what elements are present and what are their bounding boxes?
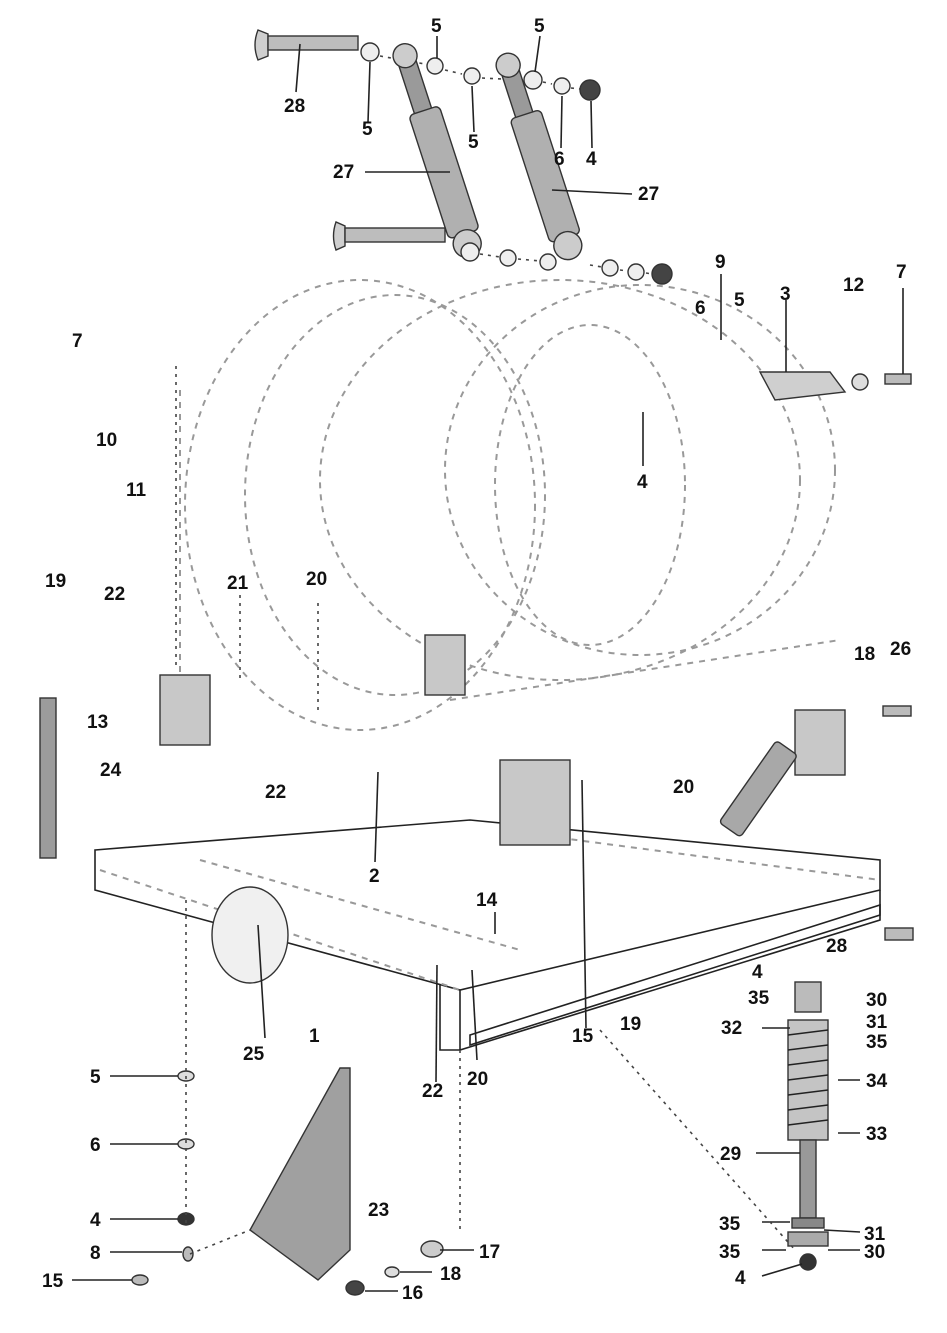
- callout-32: 32: [721, 1018, 742, 1039]
- callout-15: 15: [42, 1271, 64, 1292]
- callout-5: 5: [734, 290, 745, 311]
- callout-25: 25: [243, 1044, 265, 1065]
- drum-middle-ring: [319, 279, 801, 681]
- callout-15: 15: [572, 1026, 594, 1047]
- callout-17: 17: [479, 1242, 500, 1263]
- callout-8: 8: [90, 1243, 101, 1264]
- callout-10: 10: [96, 430, 117, 451]
- callout-labels: 28 5 5 5 5 5 6 4 27 27 9 6 5 3 12 7 7 10…: [42, 16, 911, 1304]
- spring-dampers-frame: [159, 634, 846, 846]
- screw-28-right: [884, 927, 914, 941]
- plate-24: [39, 697, 57, 859]
- screw-26: [882, 705, 912, 717]
- strut-top-mount-30: [794, 981, 822, 1013]
- shock-absorber-27-right-body: [510, 110, 580, 243]
- callout-6: 6: [90, 1135, 101, 1156]
- callout-35: 35: [719, 1242, 741, 1263]
- callout-29: 29: [720, 1144, 741, 1165]
- washer-6-a: [553, 77, 571, 95]
- spring-strut-assembly: [787, 981, 829, 1271]
- shock-absorber-assembly-top: [254, 29, 673, 285]
- callout-23: 23: [368, 1200, 389, 1221]
- callout-4: 4: [752, 962, 763, 983]
- leader-lines: [72, 35, 904, 1292]
- callout-35: 35: [748, 988, 770, 1009]
- washer-5-c: [463, 67, 481, 85]
- callout-4: 4: [735, 1268, 746, 1289]
- washer-5-d: [523, 70, 543, 90]
- cover-25: [211, 886, 289, 984]
- callout-5: 5: [534, 16, 545, 37]
- damper-20: [719, 741, 797, 837]
- drum-back-ring: [444, 284, 836, 656]
- callout-9: 9: [715, 252, 726, 273]
- callout-31: 31: [866, 1012, 888, 1033]
- callout-5: 5: [362, 119, 373, 140]
- callout-34: 34: [866, 1071, 888, 1092]
- drum-front-ring: [184, 279, 536, 731]
- bolt-lower: [332, 221, 346, 251]
- washer-5-b: [426, 57, 444, 75]
- callout-22: 22: [104, 584, 125, 605]
- callout-33: 33: [866, 1124, 887, 1145]
- screw-7: [884, 373, 912, 385]
- callout-24: 24: [100, 760, 122, 781]
- bolt-28-shank: [267, 35, 359, 51]
- callout-7: 7: [72, 331, 83, 352]
- callout-11: 11: [126, 480, 147, 501]
- callout-14: 14: [476, 890, 498, 911]
- callout-4: 4: [637, 472, 648, 493]
- callout-16: 16: [402, 1283, 423, 1304]
- callout-20: 20: [673, 777, 694, 798]
- callout-30: 30: [866, 990, 887, 1011]
- callout-5: 5: [468, 132, 479, 153]
- callout-20: 20: [306, 569, 327, 590]
- nut-4-a: [579, 79, 601, 101]
- washer-5-a: [360, 42, 380, 62]
- callout-2: 2: [369, 866, 380, 887]
- callout-18: 18: [854, 644, 875, 665]
- callout-22: 22: [422, 1081, 443, 1102]
- small-hardware: [131, 705, 914, 1296]
- callout-20: 20: [467, 1069, 488, 1090]
- callout-27: 27: [333, 162, 354, 183]
- callout-21: 21: [227, 573, 249, 594]
- callout-19: 19: [620, 1014, 641, 1035]
- callout-28: 28: [826, 936, 847, 957]
- callout-35: 35: [719, 1214, 741, 1235]
- callout-22: 22: [265, 782, 286, 803]
- callout-26: 26: [890, 639, 911, 660]
- callout-35: 35: [866, 1032, 888, 1053]
- callout-27: 27: [638, 184, 659, 205]
- callout-5: 5: [90, 1067, 101, 1088]
- callout-31: 31: [864, 1224, 886, 1245]
- drum-assembly: [179, 279, 912, 731]
- callout-28: 28: [284, 96, 305, 117]
- callout-30: 30: [864, 1242, 885, 1263]
- callout-6: 6: [554, 149, 565, 170]
- bracket-3: [758, 371, 847, 401]
- strut-rod-29: [799, 1139, 817, 1219]
- callout-5: 5: [431, 16, 442, 37]
- callout-4: 4: [90, 1210, 101, 1231]
- callout-6: 6: [695, 298, 706, 319]
- bolt-28-top: [254, 29, 269, 61]
- callout-12: 12: [843, 275, 864, 296]
- callout-18: 18: [440, 1264, 461, 1285]
- callout-7: 7: [896, 262, 907, 283]
- callout-4: 4: [586, 149, 597, 170]
- callout-13: 13: [87, 712, 108, 733]
- callout-1: 1: [309, 1026, 320, 1047]
- callout-19: 19: [45, 571, 66, 592]
- callout-3: 3: [780, 284, 791, 305]
- bracket-23: [249, 1067, 351, 1281]
